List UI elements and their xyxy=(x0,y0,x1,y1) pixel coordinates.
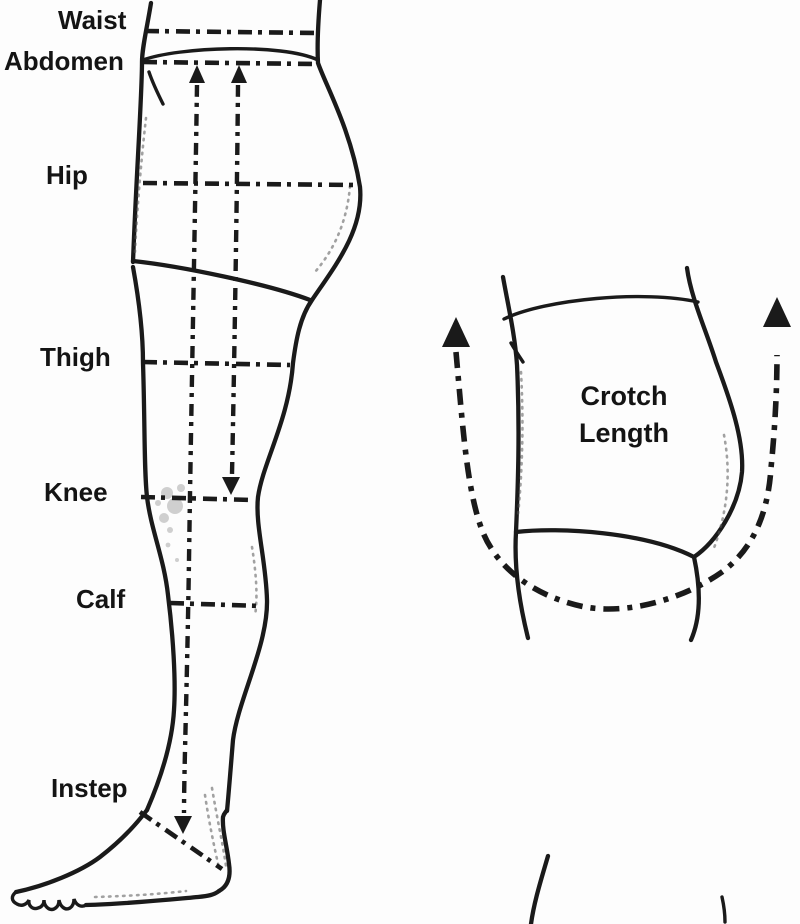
outseam-down-arrow-icon xyxy=(174,816,192,834)
instep-measure-line xyxy=(138,810,224,871)
heel-stipple-texture-2 xyxy=(210,786,228,868)
knee-stipple-blotch xyxy=(155,484,185,562)
abdomen-label: Abdomen xyxy=(4,46,124,76)
waist-label: Waist xyxy=(58,5,127,35)
crotch-figure-front-stipple xyxy=(516,370,524,517)
knee-label: Knee xyxy=(44,477,108,507)
foot-heel-line xyxy=(216,807,232,894)
crotch-length-label: Crotch Length xyxy=(538,378,710,452)
foot-toes-line xyxy=(10,890,88,912)
body-left-edge-line xyxy=(130,264,177,813)
crotch-measure-curve xyxy=(453,351,780,612)
foot-top-line xyxy=(13,807,150,895)
crotch-figure-front-crease-line xyxy=(509,341,525,364)
hip-crease-line xyxy=(147,70,165,106)
crotch-figure-back-line xyxy=(684,265,745,643)
hip-measure-line xyxy=(142,180,357,188)
crotch-length-label-line2: Length xyxy=(579,418,669,448)
shin-stipple-texture xyxy=(250,545,258,618)
crotch-figure-thigh-split-line xyxy=(513,528,697,560)
thigh-label: Thigh xyxy=(40,342,111,372)
crotch-left-up-arrow-icon xyxy=(442,317,470,347)
heel-stipple-texture xyxy=(203,793,221,870)
calf-label: Calf xyxy=(76,584,126,614)
thigh-measure-line xyxy=(142,359,291,368)
waist-measure-line xyxy=(144,28,318,36)
crotch-figure-back-stipple xyxy=(712,433,729,550)
knee-length-down-arrow-icon xyxy=(222,477,240,495)
side-view-leg-figure xyxy=(10,0,363,912)
knee-measure-line xyxy=(140,494,254,503)
outseam-measure-line xyxy=(181,84,200,814)
body-right-edge-line xyxy=(224,0,363,814)
instep-label: Instep xyxy=(51,773,128,803)
outseam-up-arrow-icon xyxy=(189,65,205,83)
length-measurement-arrows xyxy=(174,65,247,834)
torso-stipple-texture xyxy=(133,116,148,254)
crotch-length-label-line1: Crotch xyxy=(580,381,668,411)
girth-measurement-lines xyxy=(138,28,357,871)
partial-next-figure xyxy=(528,853,727,924)
foot-sole-line xyxy=(83,888,222,908)
knee-length-up-arrow-icon xyxy=(231,65,247,83)
partial-figure-mark xyxy=(720,895,727,924)
crotch-separation-line xyxy=(130,258,313,303)
crotch-figure-waist-arc-line xyxy=(502,294,700,321)
abdomen-measure-line xyxy=(142,59,317,67)
sole-stipple-texture xyxy=(93,889,188,899)
crotch-right-up-arrow-icon xyxy=(763,297,791,327)
hip-label: Hip xyxy=(46,160,88,190)
buttock-stipple-texture xyxy=(313,184,352,274)
crotch-figure-front-line xyxy=(500,274,531,641)
crotch-length-figure xyxy=(442,265,791,643)
calf-measure-line xyxy=(169,600,262,609)
waistband-arc-line xyxy=(141,47,320,62)
partial-figure-line xyxy=(528,853,551,924)
knee-length-measure-line xyxy=(229,84,241,475)
